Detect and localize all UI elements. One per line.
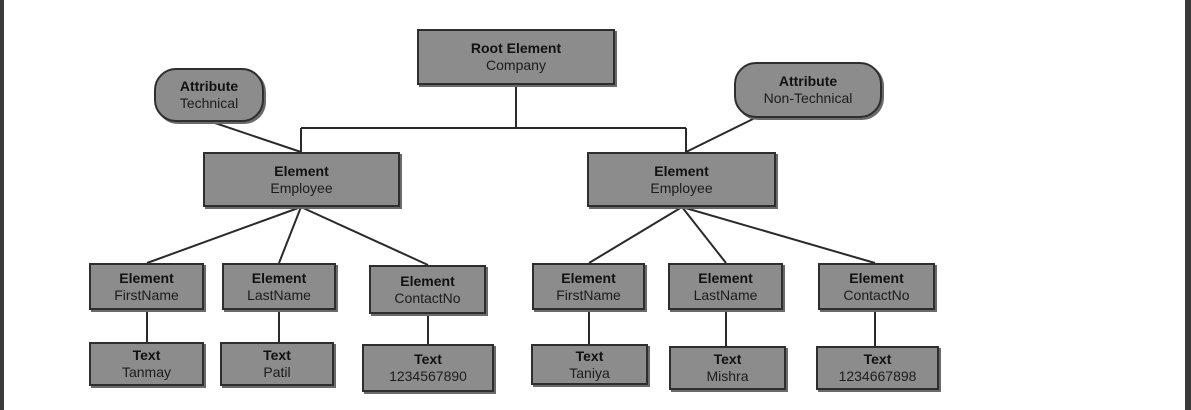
connector-attr-technical xyxy=(211,121,302,153)
node-value: Tanmay xyxy=(121,364,172,380)
node-type: Element xyxy=(698,269,753,286)
window-frame-left xyxy=(0,0,4,410)
node-type: Text xyxy=(575,347,604,364)
node-type: Element xyxy=(561,269,616,286)
node-type: Element xyxy=(119,269,174,286)
node-value: Employee xyxy=(650,179,713,196)
node-value: Employee xyxy=(270,179,333,196)
node-value: ContactNo xyxy=(843,286,910,303)
node-type: Text xyxy=(713,351,742,368)
attribute-node-non-technical: Attribute Non-Technical xyxy=(734,62,882,118)
window-frame-right xyxy=(1185,0,1191,410)
element-node-lastname-2: Element LastName xyxy=(668,263,783,310)
node-type: Element xyxy=(400,272,455,289)
employee-element-node-2: Element Employee xyxy=(587,152,776,207)
node-value: LastName xyxy=(693,286,758,303)
node-type: Element xyxy=(849,269,904,286)
node-type: Element xyxy=(274,162,329,179)
connector-emp2-contactno xyxy=(681,206,876,264)
node-value: LastName xyxy=(247,286,311,303)
node-type: Text xyxy=(414,351,442,368)
element-node-firstname-1: Element FirstName xyxy=(89,263,204,310)
node-type: Text xyxy=(863,351,892,368)
node-type: Element xyxy=(251,269,307,286)
node-value: Taniya xyxy=(569,364,610,381)
node-value: 1234567890 xyxy=(389,368,467,384)
node-value: 1234667898 xyxy=(838,368,917,384)
text-node-patil: Text Patil xyxy=(220,342,334,386)
node-value: Company xyxy=(486,57,546,73)
element-node-firstname-2: Element FirstName xyxy=(532,263,645,310)
root-element-node: Root Element Company xyxy=(417,29,615,85)
text-node-contact-1: Text 1234567890 xyxy=(362,344,494,392)
element-node-contactno-1: Element ContactNo xyxy=(369,265,486,314)
node-type: Root Element xyxy=(470,40,562,57)
node-value: Mishra xyxy=(706,368,749,384)
connector-emp1-lastname xyxy=(278,206,302,264)
text-node-tanmay: Text Tanmay xyxy=(89,342,204,386)
node-value: Non-Technical xyxy=(763,90,853,106)
node-type: Text xyxy=(132,347,161,364)
node-value: FirstName xyxy=(114,286,179,303)
node-value: FirstName xyxy=(556,286,621,303)
node-value: Technical xyxy=(179,95,239,111)
text-node-contact-2: Text 1234667898 xyxy=(816,346,939,390)
node-value: Patil xyxy=(263,364,291,380)
connector-emp1-contactno xyxy=(300,206,429,266)
node-type: Attribute xyxy=(179,78,239,95)
element-node-contactno-2: Element ContactNo xyxy=(818,263,935,310)
node-type: Attribute xyxy=(778,73,838,90)
text-node-taniya: Text Taniya xyxy=(531,344,648,385)
connector-emp1-firstname xyxy=(146,206,302,264)
connector-attr-nontechnical xyxy=(685,117,756,153)
element-node-lastname-1: Element LastName xyxy=(222,263,336,310)
employee-element-node-1: Element Employee xyxy=(203,152,400,207)
attribute-node-technical: Attribute Technical xyxy=(154,68,264,122)
text-node-mishra: Text Mishra xyxy=(669,346,786,390)
node-type: Element xyxy=(654,162,709,179)
connector-emp2-firstname xyxy=(588,206,683,264)
connector-emp2-lastname xyxy=(681,206,727,264)
node-type: Text xyxy=(263,347,291,364)
node-value: ContactNo xyxy=(394,289,461,306)
